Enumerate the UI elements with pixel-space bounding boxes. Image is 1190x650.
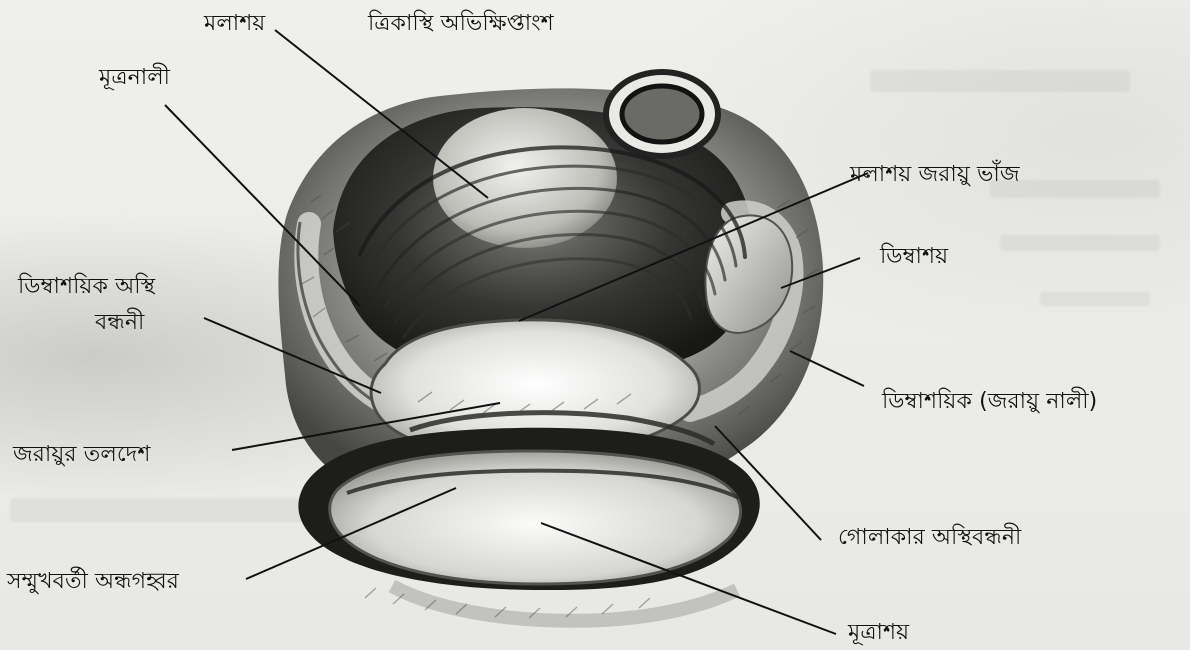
lower-fringe	[392, 586, 737, 621]
label-anterior-cavity: সম্মুখবর্তী অন্ধগহ্বর	[7, 570, 179, 594]
label-urethra: মূত্রনালী	[99, 66, 170, 90]
pelvis-illustration	[278, 72, 823, 621]
label-ovary: ডিম্বাশয়	[880, 245, 948, 269]
rectum-loop-inner	[622, 86, 702, 142]
rectum-bulge	[433, 108, 617, 248]
label-rectum: মলাশয়	[204, 12, 265, 36]
label-bladder: মূত্রাশয়	[848, 621, 909, 645]
label-rectouterine-fold: মলাশয় জরায়ু ভাঁজ	[850, 163, 1020, 187]
label-round-ligament: গোলাকার অস্থিবন্ধনী	[838, 526, 1021, 550]
label-sacrum-part: ত্রিকাস্থি অভিক্ষিপ্তাংশ	[368, 12, 554, 36]
label-fallopian-tube: ডিম্বাশয়িক (জরায়ু নালী)	[882, 390, 1097, 414]
label-ovarian-ligament-line1: ডিম্বাশয়িক অস্থি	[18, 275, 155, 299]
label-fundus-of-uterus: জরায়ুর তলদেশ	[13, 443, 150, 467]
label-ovarian-ligament-line2: বন্ধনী	[95, 311, 144, 335]
